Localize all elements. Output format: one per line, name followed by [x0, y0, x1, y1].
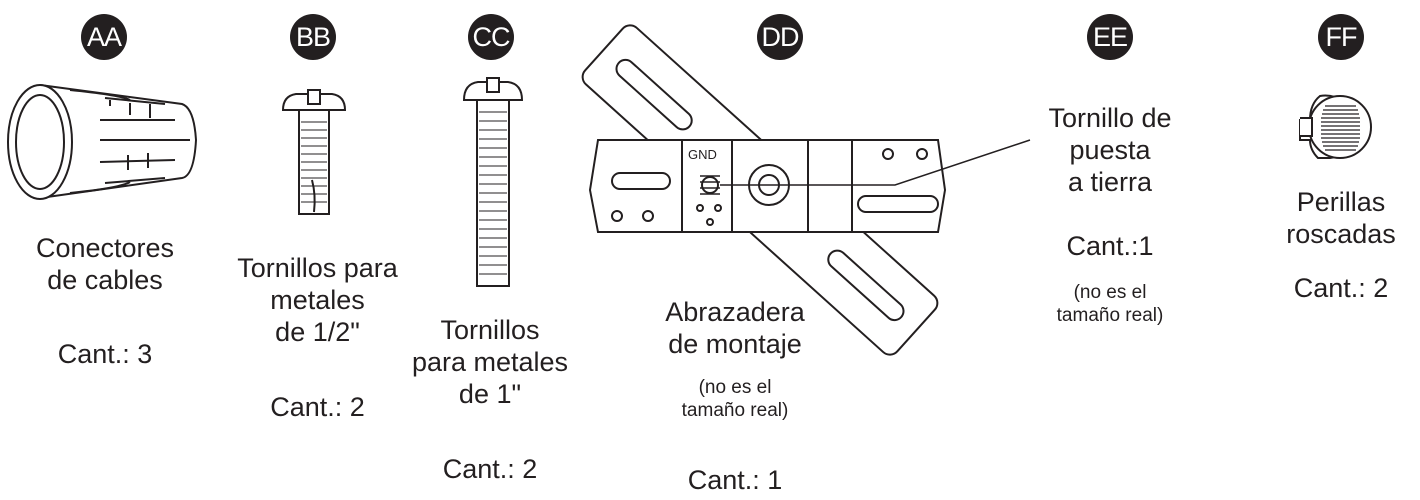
wire-connector-icon — [7, 84, 198, 200]
badge-dd: DD — [757, 14, 803, 60]
part-aa-name-line: Conectores — [35, 233, 175, 263]
badge-cc: CC — [468, 14, 514, 60]
part-ee-note-line: (no es el — [1073, 282, 1147, 303]
part-cc-qty: Cant.: 2 — [442, 454, 538, 484]
long-screw-icon — [462, 77, 524, 287]
part-bb-name-line: metales — [270, 285, 365, 315]
gnd-label: GND — [688, 147, 717, 162]
badge-ff: FF — [1318, 14, 1364, 60]
part-dd-qty: Cant.: 1 — [687, 465, 783, 495]
part-dd-note-line: tamaño real) — [681, 400, 789, 421]
part-bb-name-line: Tornillos para — [237, 253, 398, 283]
badge-aa: AA — [81, 14, 127, 60]
part-aa-name: Conectores de cables — [0, 232, 210, 296]
part-cc-name-line: de 1" — [458, 379, 522, 409]
part-ee-name-line: a tierra — [1067, 167, 1153, 197]
part-ee-name: Tornillo de puesta a tierra — [1005, 102, 1215, 198]
part-bb-name: Tornillos para metales de 1/2" — [215, 252, 420, 348]
part-bb-qty: Cant.: 2 — [270, 392, 365, 422]
part-ff-name-line: roscadas — [1286, 219, 1396, 249]
part-ff-name: Perillas roscadas — [1262, 186, 1420, 250]
part-dd-note: (no es el tamaño real) — [630, 376, 840, 422]
short-screw-icon — [281, 89, 347, 215]
part-ee-name-line: Tornillo de — [1048, 103, 1172, 133]
part-aa-qty: Cant.: 3 — [57, 339, 153, 369]
part-bb-name-line: de 1/2" — [275, 317, 360, 347]
part-ee-note-line: tamaño real) — [1056, 305, 1164, 326]
part-dd-name-line: Abrazadera — [665, 297, 805, 327]
part-dd-name-line: de montaje — [668, 329, 802, 359]
part-cc-name-line: Tornillos — [440, 315, 540, 345]
part-dd-note-line: (no es el — [698, 377, 772, 398]
badge-ee: EE — [1087, 14, 1133, 60]
part-cc-name-line: para metales — [411, 347, 569, 377]
part-ff-name-line: Perillas — [1296, 187, 1386, 217]
part-dd-name: Abrazadera de montaje — [630, 296, 840, 360]
part-ee-qty: Cant.:1 — [1066, 231, 1154, 261]
part-ee-name-line: puesta — [1069, 135, 1151, 165]
part-ee-note: (no es el tamaño real) — [1005, 281, 1215, 327]
badge-bb: BB — [290, 14, 336, 60]
threaded-knob-icon — [1299, 94, 1372, 159]
part-aa-name-line: de cables — [47, 265, 163, 295]
part-ff-qty: Cant.: 2 — [1293, 273, 1389, 303]
mounting-bracket-icon — [581, 24, 1031, 356]
part-cc-name: Tornillos para metales de 1" — [395, 314, 585, 410]
